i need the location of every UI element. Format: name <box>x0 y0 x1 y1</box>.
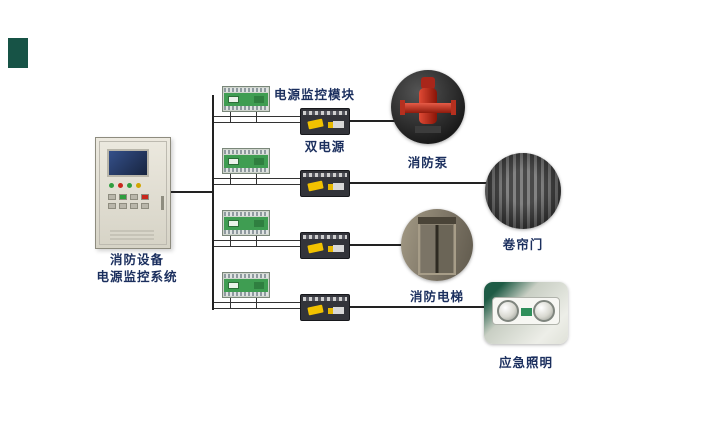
module-display <box>228 220 239 227</box>
dual-power-label: 双电源 <box>304 140 346 154</box>
cabinet-bus-link-line <box>171 191 214 193</box>
ats-indicator <box>328 122 334 128</box>
fire-pump-label: 消防泵 <box>407 156 449 170</box>
module-tap-line <box>256 112 257 122</box>
load-connection-line <box>350 120 396 122</box>
ats-switch-handle <box>307 304 324 316</box>
module-tap-line <box>230 112 231 122</box>
module-tap-line <box>230 174 231 184</box>
module-vent <box>254 220 264 227</box>
pump-motor <box>421 77 435 89</box>
load-connection-line <box>350 306 487 308</box>
ats-label-plate <box>333 183 344 190</box>
module-display <box>228 96 239 103</box>
power-monitor-module <box>222 210 270 236</box>
ats-switch-handle <box>307 180 324 192</box>
roller-shutter-door-photo <box>485 153 561 229</box>
emergency-light-badge <box>521 308 532 316</box>
module-tap-line <box>256 174 257 184</box>
dual-power-switch <box>300 108 350 135</box>
ats-label-plate <box>333 245 344 252</box>
feeder-line <box>214 184 326 185</box>
photo-vignette <box>485 153 561 229</box>
power-bus-line <box>212 95 214 310</box>
pump-base <box>415 126 441 133</box>
module-label: 电源监控模块 <box>274 88 356 102</box>
ats-label-plate <box>333 307 344 314</box>
system-title: 消防设备 电源监控系统 <box>77 252 197 286</box>
power-monitor-module <box>222 272 270 298</box>
feeder-line <box>214 116 310 117</box>
fire-pump-photo <box>391 70 465 144</box>
power-monitor-module <box>222 86 270 112</box>
feeder-line <box>214 246 326 247</box>
module-vent <box>254 158 264 165</box>
ats-indicator <box>328 246 334 252</box>
module-vent <box>254 96 264 103</box>
module-vent <box>254 282 264 289</box>
monitoring-cabinet <box>95 137 171 249</box>
ats-label-plate <box>333 121 344 128</box>
dual-power-switch <box>300 294 350 321</box>
module-display <box>228 282 239 289</box>
roller-shutter-door-label: 卷帘门 <box>502 238 544 252</box>
feeder-line <box>214 178 310 179</box>
fire-elevator-photo <box>401 209 473 281</box>
pump-pipe <box>402 103 454 113</box>
emergency-light-lamp <box>533 300 555 322</box>
elevator-lintel <box>418 217 456 224</box>
load-connection-line <box>350 182 490 184</box>
power-monitor-module <box>222 148 270 174</box>
cabinet-handle <box>161 196 164 210</box>
dual-power-switch <box>300 232 350 259</box>
cabinet-buttons <box>108 194 154 209</box>
system-title-line2: 电源监控系统 <box>96 269 178 284</box>
emergency-light-lamp <box>497 300 519 322</box>
dual-power-switch <box>300 170 350 197</box>
module-tap-line <box>256 236 257 246</box>
feeder-line <box>214 308 326 309</box>
pump-flange <box>400 100 405 115</box>
cabinet-indicator-lights <box>109 183 141 188</box>
module-tap-line <box>256 298 257 308</box>
system-title-line1: 消防设备 <box>109 253 164 267</box>
emergency-lighting-photo <box>484 282 568 344</box>
ats-indicator <box>328 184 334 190</box>
module-display <box>228 158 239 165</box>
module-tap-line <box>230 236 231 246</box>
cabinet-vent <box>110 230 154 240</box>
ats-switch-handle <box>307 118 324 130</box>
cabinet-door-frame <box>99 141 167 245</box>
ats-switch-handle <box>307 242 324 254</box>
feeder-line <box>214 302 310 303</box>
feeder-line <box>214 122 326 123</box>
logo-mark <box>8 38 28 68</box>
pump-flange <box>451 100 456 115</box>
ats-indicator <box>328 308 334 314</box>
elevator-doors <box>421 225 453 273</box>
cabinet-screen <box>107 149 149 177</box>
emergency-lighting-label: 应急照明 <box>498 356 553 370</box>
load-connection-line <box>350 244 406 246</box>
fire-elevator-label: 消防电梯 <box>409 290 464 304</box>
feeder-line <box>214 240 310 241</box>
module-tap-line <box>230 298 231 308</box>
